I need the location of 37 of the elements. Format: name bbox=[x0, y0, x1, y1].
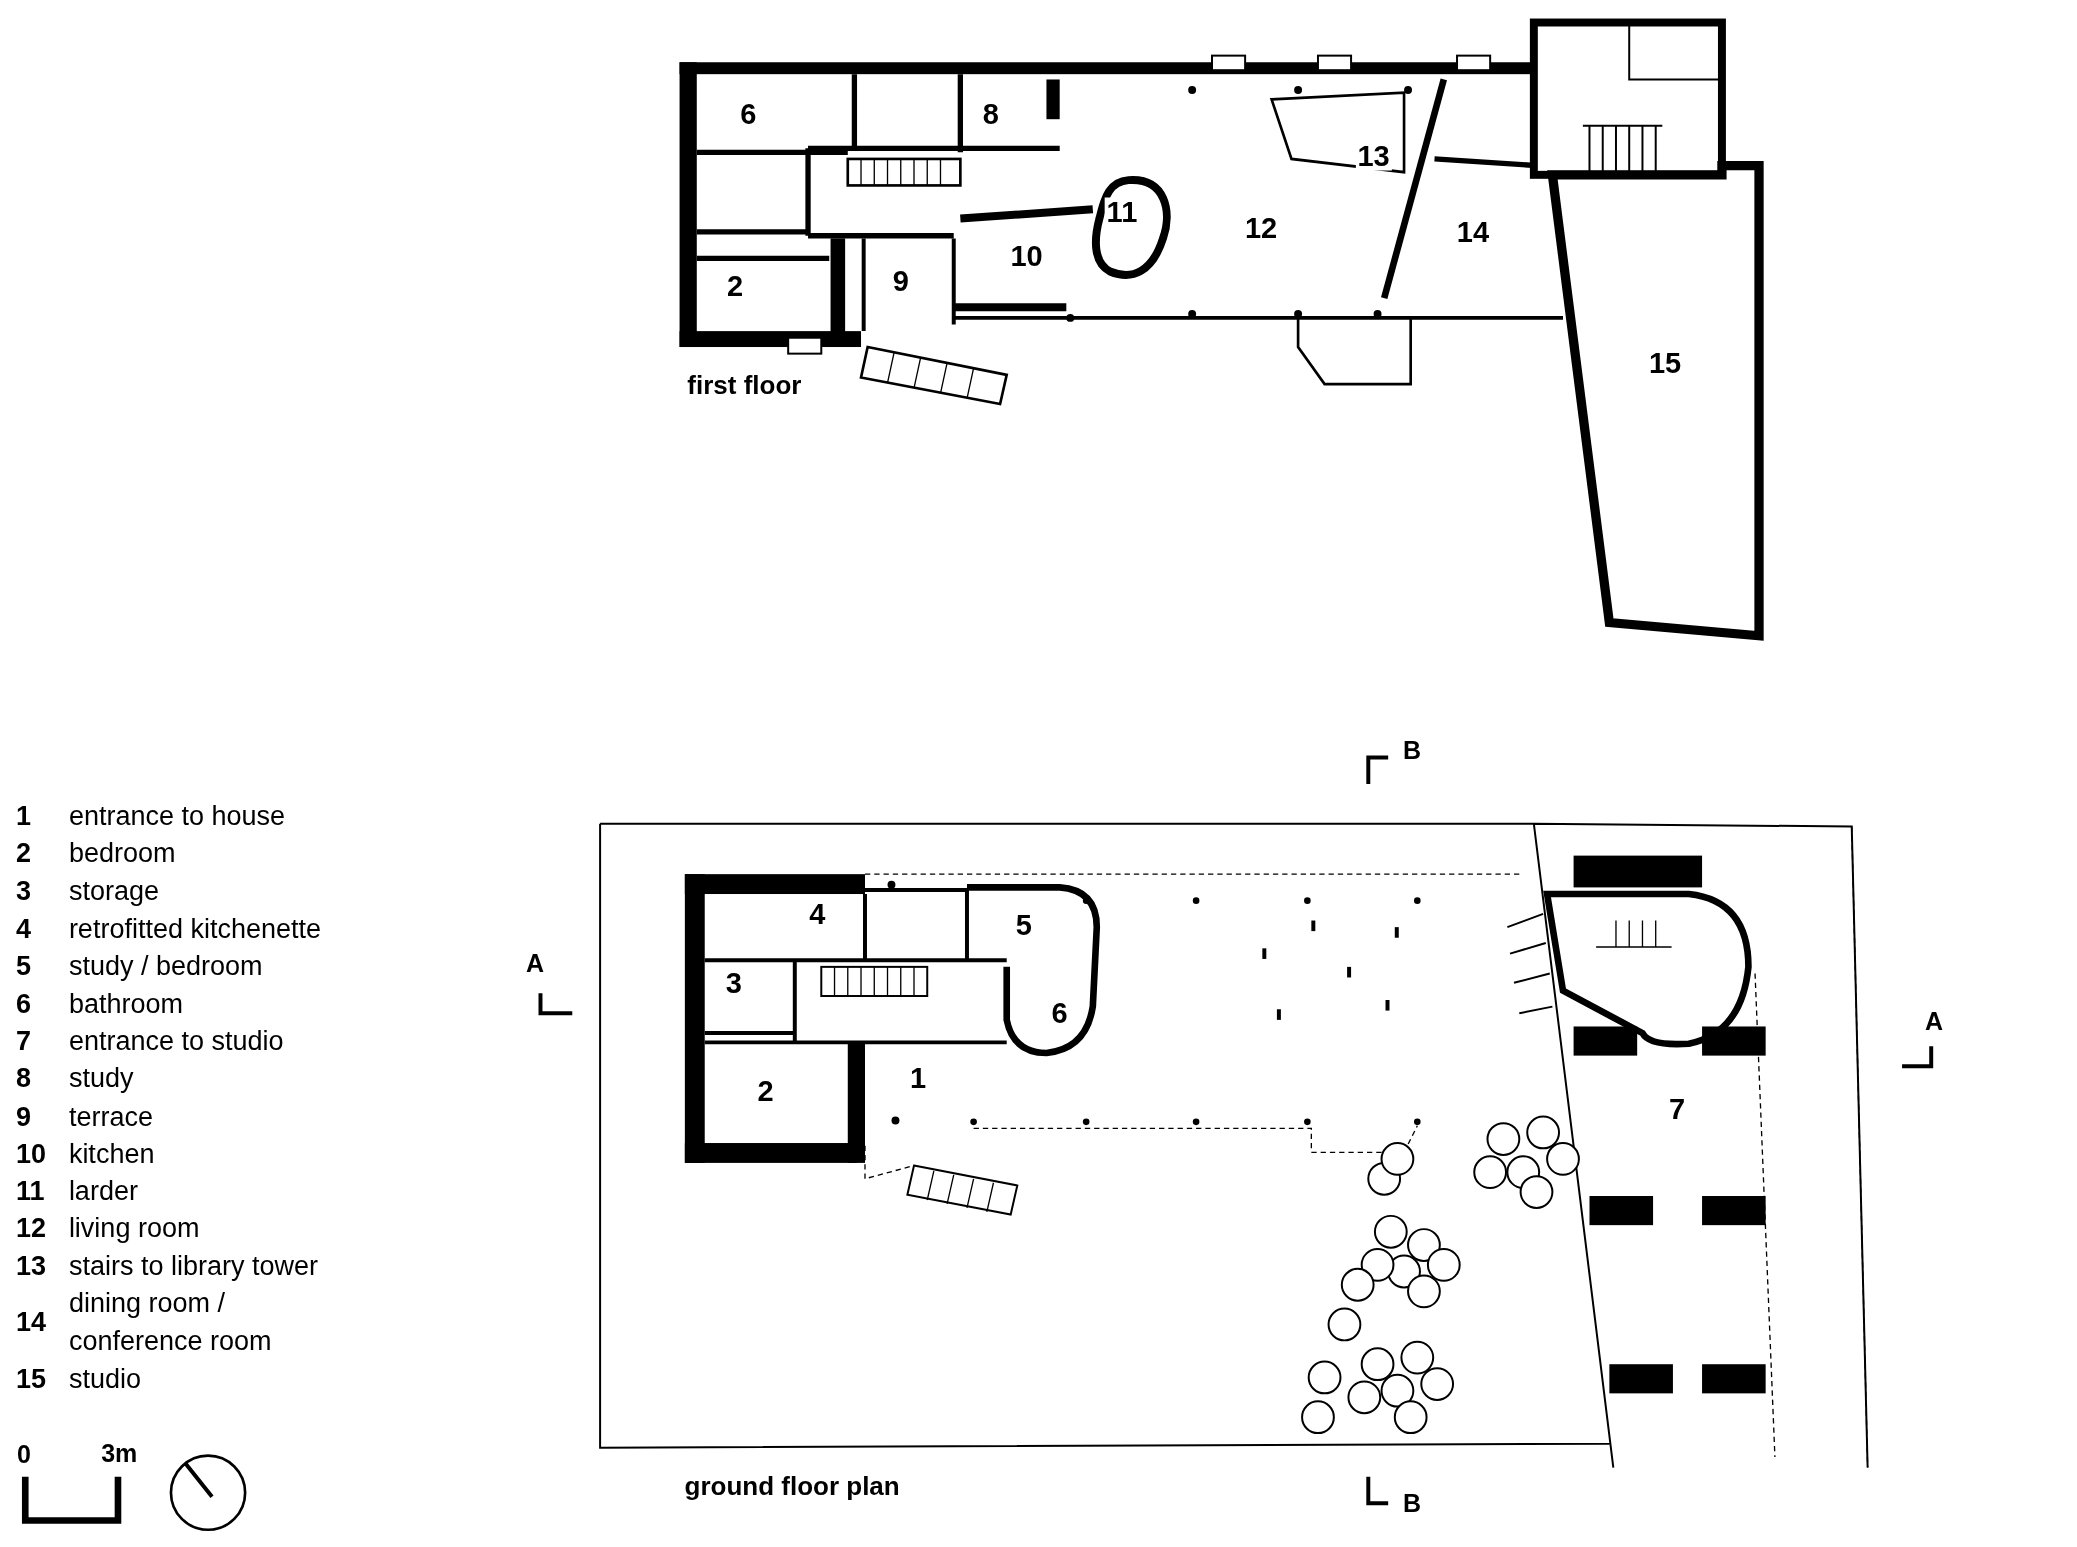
legend-number: 4 bbox=[15, 915, 31, 943]
section-letter: A bbox=[526, 950, 545, 976]
legend-number: 8 bbox=[15, 1064, 31, 1092]
legend-text: entrance to studio bbox=[68, 1025, 284, 1059]
legend-text: larder bbox=[68, 1174, 138, 1208]
scale-label: 0 bbox=[16, 1441, 31, 1467]
legend-number: 5 bbox=[15, 952, 31, 980]
section-letter: A bbox=[1924, 1008, 1943, 1034]
legend-text: living room bbox=[68, 1211, 200, 1245]
section-letter: B bbox=[1403, 737, 1422, 763]
legend-text: studio bbox=[68, 1362, 141, 1396]
legend-text: entrance to house bbox=[68, 799, 286, 833]
plan-title: first floor bbox=[687, 372, 802, 399]
legend-number: 3 bbox=[15, 877, 31, 905]
legend-number: 10 bbox=[15, 1140, 46, 1168]
section-letter: B bbox=[1403, 1490, 1422, 1516]
legend-number: 1 bbox=[15, 802, 31, 830]
legend-number: 12 bbox=[15, 1214, 46, 1242]
plan-title: ground floor plan bbox=[684, 1473, 900, 1500]
legend-number: 9 bbox=[15, 1103, 31, 1131]
legend-number: 6 bbox=[15, 990, 31, 1018]
legend-number: 15 bbox=[15, 1365, 46, 1393]
legend-number: 11 bbox=[15, 1177, 45, 1205]
legend-text: study bbox=[68, 1062, 134, 1096]
legend-text: study / bedroom bbox=[68, 949, 263, 983]
scale-label: 3m bbox=[101, 1440, 138, 1466]
legend-text: stairs to library tower bbox=[68, 1250, 318, 1284]
legend-text: bathroom bbox=[68, 988, 183, 1022]
legend-number: 14 bbox=[15, 1308, 46, 1336]
legend-number: 7 bbox=[15, 1027, 31, 1055]
legend-number: 2 bbox=[15, 839, 31, 867]
legend-text: bedroom bbox=[68, 837, 176, 871]
legend-text: kitchen bbox=[68, 1137, 155, 1171]
legend-text: storage bbox=[68, 875, 159, 909]
legend-text: retrofitted kitchenette bbox=[68, 912, 321, 946]
legend-number: 13 bbox=[15, 1252, 46, 1280]
legend-text: terrace bbox=[68, 1100, 153, 1134]
